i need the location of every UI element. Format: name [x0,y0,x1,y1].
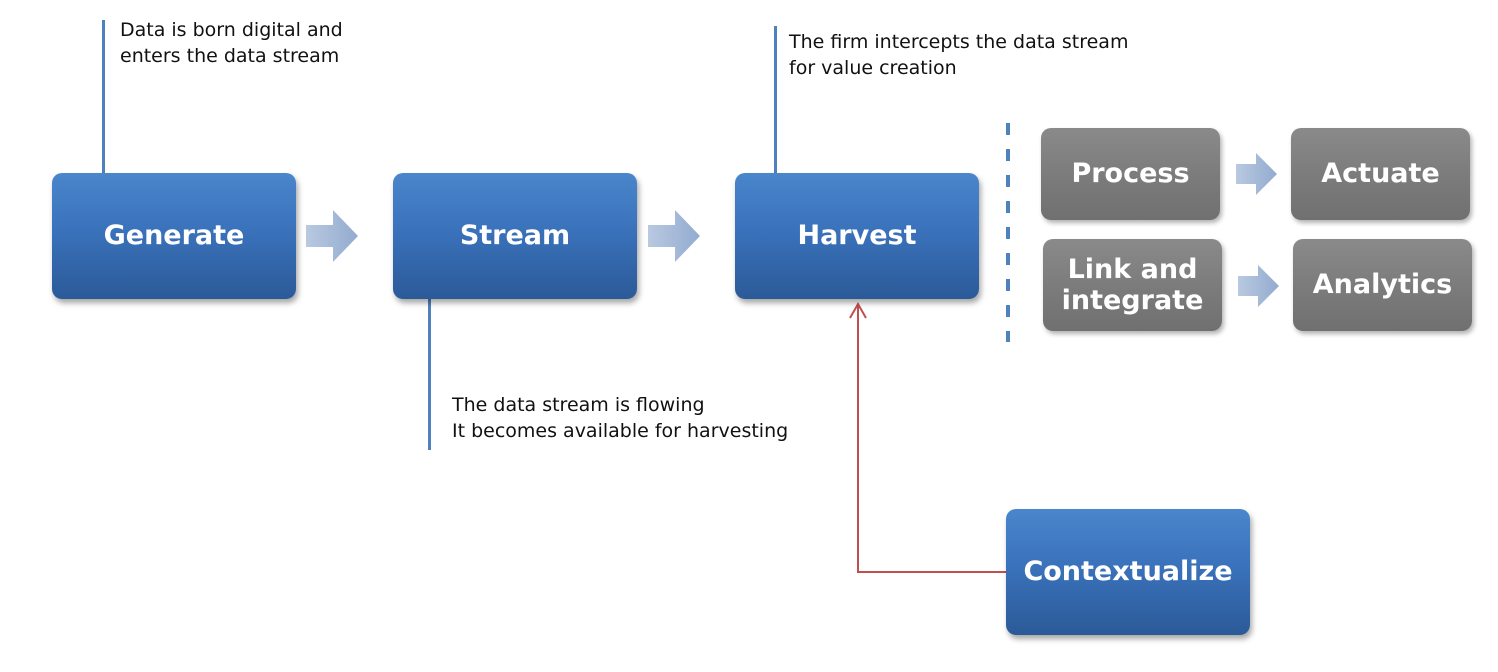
feedback-arrow-contextualize-harvest [857,306,1008,573]
stream-callout-line [428,298,431,450]
generate-callout-line [102,20,105,173]
contextualize-box: Contextualize [1006,509,1250,635]
generate-box: Generate [52,173,296,299]
link-integrate-box: Link and integrate [1043,239,1222,331]
harvest-box: Harvest [735,173,979,299]
arrow-process-actuate [1236,153,1277,195]
arrow-generate-stream [306,210,358,262]
feedback-arrowhead [849,301,867,319]
actuate-box: Actuate [1291,128,1470,220]
harvest-callout-line [774,26,777,173]
harvest-note: The firm intercepts the data stream for … [789,31,1129,79]
stream-note: The data stream is flowing It becomes av… [452,394,789,442]
process-box: Process [1041,128,1220,220]
generate-note: Data is born digital and enters the data… [120,19,343,67]
analytics-box: Analytics [1293,239,1472,331]
arrow-stream-harvest [648,210,700,262]
stream-box: Stream [393,173,637,299]
arrow-link-analytics [1238,265,1279,307]
